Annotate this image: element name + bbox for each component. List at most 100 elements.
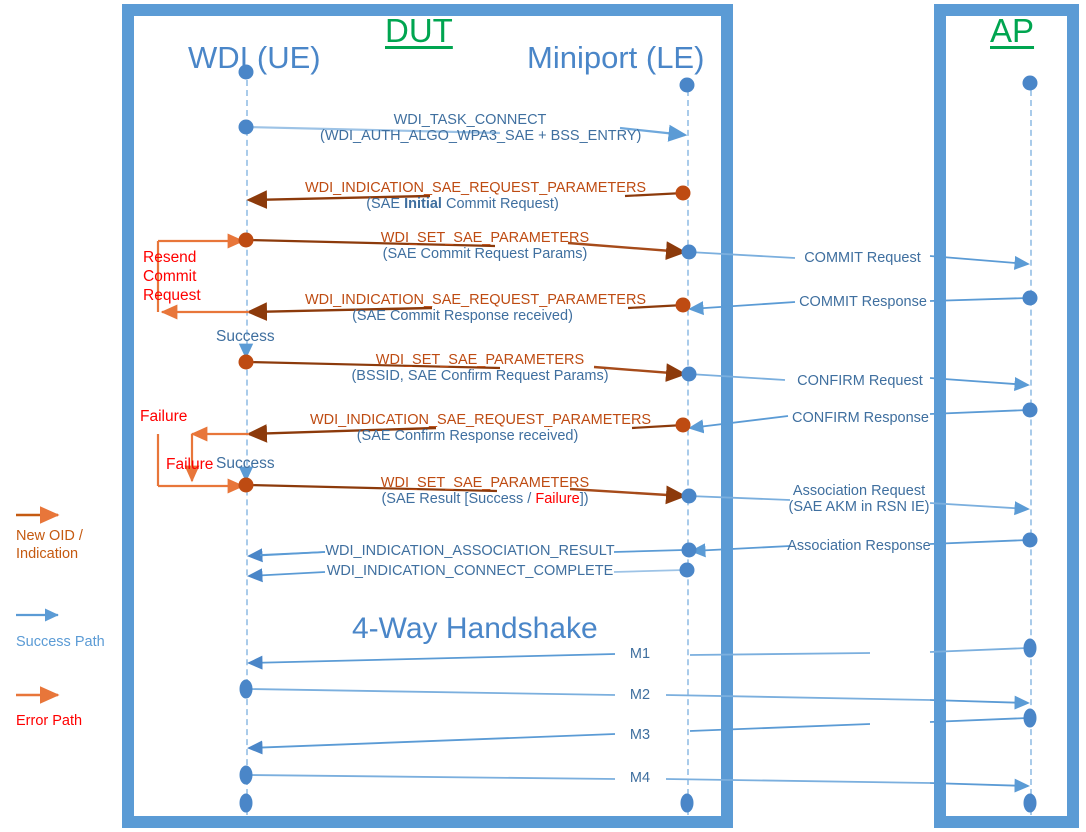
dut-frame [122,4,733,828]
lifeline-dot-miniport-assoc-req [681,488,697,504]
actor-label-miniport: Miniport (LE) [527,40,705,75]
msg-ind-sae-confirm-resp-line1: WDI_INDICATION_SAE_REQUEST_PARAMETERS [310,412,652,428]
msg-confirm-request-line1: CONFIRM Request [797,373,923,389]
annotation-failure-1: Failure [140,408,188,425]
msg-commit-response-line1: COMMIT Response [799,294,927,310]
txt-pre: (SAE Result [Success / [381,491,536,508]
annotation-resend-l3: Request [143,286,201,304]
msg-commit-request-line1: COMMIT Request [804,250,921,266]
lifeline-dot-wdi-m2 [239,679,253,699]
annotation-success-2: Success [216,455,275,472]
msg-ind-sae-initial: WDI_INDICATION_SAE_REQUEST_PARAMETERS (S… [305,180,647,212]
txt-red: Failure [535,491,580,508]
msg-ind-sae-commit-resp-line2: (SAE Commit Response received) [352,308,573,325]
lifeline-dot-ap-assoc-resp [1022,532,1038,548]
msg-m3: M3 [615,727,665,743]
msg-m2: M2 [615,687,665,703]
msg-assoc-response: Association Response [783,538,935,554]
msg-assoc-response-line1: Association Response [787,538,931,554]
legend-label-success-path: Success Path [16,634,105,650]
msg-task-connect-line2: (WDI_AUTH_ALGO_WPA3_SAE + BSS_ENTRY) [320,128,642,145]
msg-confirm-request: CONFIRM Request [790,373,930,389]
ap-frame [934,4,1079,828]
msg-set-sae-result: WDI_SET_SAE_PARAMETERS (SAE Result [Succ… [340,475,630,507]
lifeline-dot-wdi-set-result [238,477,254,493]
msg-ind-connect-complete-line1: WDI_INDICATION_CONNECT_COMPLETE [326,563,614,579]
lifeline-dot-wdi-set-commit [238,232,254,248]
msg-m3-line1: M3 [629,727,651,743]
lifeline-dot-wdi-connect [238,119,254,135]
handshake-title: 4-Way Handshake [352,612,598,645]
legend-new-oid-l2: Indication [16,546,79,563]
lifeline-dot-ap-m3 [1023,708,1037,728]
dut-title: DUT [385,12,453,49]
lifeline-dot-miniport-end [680,793,694,813]
msg-ind-sae-initial-line2: (SAE Initial Commit Request) [305,196,620,212]
lifeline-dot-wdi-m4 [239,765,253,785]
msg-set-sae-commit-line2: (SAE Commit Request Params) [382,246,588,263]
lifeline-dot-miniport-ind-commit-resp [675,297,691,313]
txt-post: ]) [579,491,589,508]
msg-set-sae-confirm-line2: (BSSID, SAE Confirm Request Params) [351,368,609,385]
lifeline-wdi [246,80,248,815]
lifeline-dot-miniport-ind-confirm-resp [675,417,691,433]
lifeline-dot-wdi-set-confirm [238,354,254,370]
msg-m1-line1: M1 [629,646,651,662]
annotation-resend-l1: Resend [143,249,197,266]
msg-set-sae-confirm: WDI_SET_SAE_PARAMETERS (BSSID, SAE Confi… [330,352,630,384]
msg-ind-assoc-result: WDI_INDICATION_ASSOCIATION_RESULT [325,543,615,559]
msg-task-connect-line1: WDI_TASK_CONNECT [393,112,547,128]
legend-new-oid-l1: New OID / [16,528,83,544]
msg-commit-response: COMMIT Response [793,294,933,310]
legend-label-new-oid: New OID / Indication [16,527,83,563]
msg-ind-sae-commit-resp-line1: WDI_INDICATION_SAE_REQUEST_PARAMETERS [305,292,647,308]
lifeline-dot-wdi-end [239,793,253,813]
annotation-resend-commit-request: Resend Commit Request [143,249,201,306]
msg-assoc-request-line2: (SAE AKM in RSN IE) [788,499,930,516]
msg-ind-sae-confirm-resp: WDI_INDICATION_SAE_REQUEST_PARAMETERS (S… [310,412,652,445]
msg-set-sae-commit: WDI_SET_SAE_PARAMETERS (SAE Commit Reque… [350,230,620,262]
msg-m1: M1 [615,646,665,662]
lifeline-dot-wdi-start [238,64,254,80]
lifeline-dot-ap-m1 [1023,638,1037,658]
msg-ind-sae-initial-line1: WDI_INDICATION_SAE_REQUEST_PARAMETERS [305,180,647,196]
lifeline-dot-miniport-ind-initial [675,185,691,201]
msg-assoc-request: Association Request (SAE AKM in RSN IE) [785,483,933,515]
msg-assoc-request-line1: Association Request [792,483,926,499]
msg-set-sae-result-line2: (SAE Result [Success / Failure]) [340,491,630,507]
lifeline-dot-ap-end [1023,793,1037,813]
lifeline-miniport [687,80,689,815]
ap-title: AP [990,12,1035,49]
msg-commit-request: COMMIT Request [795,250,930,266]
msg-set-sae-commit-line1: WDI_SET_SAE_PARAMETERS [380,230,590,246]
msg-set-sae-result-line1: WDI_SET_SAE_PARAMETERS [380,475,590,491]
msg-set-sae-confirm-line1: WDI_SET_SAE_PARAMETERS [375,352,585,368]
lifeline-ap [1030,80,1032,815]
annotation-success-1: Success [216,328,275,345]
msg-m2-line1: M2 [629,687,651,703]
txt-bold: Initial [404,196,442,213]
annotation-resend-l2: Commit [143,267,197,285]
legend-label-error-path: Error Path [16,713,83,729]
msg-confirm-response-line1: CONFIRM Response [792,410,929,426]
annotation-failure-2: Failure [166,456,214,473]
lifeline-dot-miniport-commit-req [681,244,697,260]
msg-confirm-response: CONFIRM Response [788,410,933,426]
lifeline-dot-miniport-connect-complete [679,562,695,578]
lifeline-dot-miniport-assoc-resp [681,542,697,558]
lifeline-dot-ap-start [1022,75,1038,91]
msg-ind-connect-complete: WDI_INDICATION_CONNECT_COMPLETE [325,563,615,579]
msg-ind-sae-confirm-resp-line2: (SAE Confirm Response received) [356,428,579,445]
msg-ind-assoc-result-line1: WDI_INDICATION_ASSOCIATION_RESULT [325,543,615,559]
lifeline-dot-ap-confirm-resp [1022,402,1038,418]
msg-m4-line1: M4 [629,770,651,786]
msg-task-connect: WDI_TASK_CONNECT (WDI_AUTH_ALGO_WPA3_SAE… [320,112,642,145]
txt-post: Commit Request) [441,196,559,213]
lifeline-dot-miniport-confirm-req [681,366,697,382]
txt-pre: (SAE [366,196,405,213]
lifeline-dot-ap-commit-resp [1022,290,1038,306]
lifeline-dot-miniport-start [679,77,695,93]
actor-label-wdi: WDI (UE) [188,40,321,75]
msg-ind-sae-commit-resp: WDI_INDICATION_SAE_REQUEST_PARAMETERS (S… [305,292,647,325]
